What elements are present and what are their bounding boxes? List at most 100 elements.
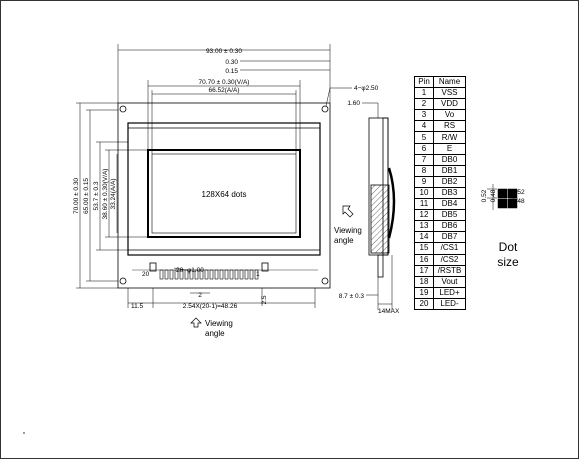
- dot-size-labels: 0.52 0.48 0.52 0.48 Dot size: [481, 189, 525, 269]
- pin-column-header: Pin: [414, 75, 434, 89]
- stray-dot: [23, 432, 25, 434]
- dim-offset-b: 0.15: [225, 68, 238, 75]
- dim-pin-offset: 2: [198, 292, 202, 299]
- pin-name-cell: DB7: [433, 231, 466, 244]
- pin-hole: [164, 269, 169, 280]
- pin-hole: [199, 269, 204, 280]
- pin-number-cell: 20: [414, 297, 434, 310]
- pin-name-cell: Vout: [433, 275, 466, 288]
- pin-hole: [209, 269, 214, 280]
- tab-left: [149, 262, 157, 272]
- display-label: 128X64 dots: [202, 190, 247, 199]
- pin-hole: [254, 269, 259, 280]
- dot-dim-c: 0.52: [512, 189, 525, 196]
- pin-number-cell: 16: [414, 253, 434, 266]
- dim-pin-hole: 20−φ1.00: [176, 267, 204, 274]
- pin-name-cell: DB0: [433, 153, 466, 166]
- side-viewing-angle-arrow-icon: [342, 205, 354, 218]
- dim-bottom-offset: 8.7 ± 0.3: [339, 293, 365, 300]
- pin-hole: [229, 269, 234, 280]
- pin1-label: 1: [256, 271, 260, 278]
- side-viewing-angle-line1: Viewing: [334, 226, 362, 235]
- pin-number-cell: 17: [414, 264, 434, 277]
- name-column-header: Name: [433, 75, 466, 89]
- pin-name-cell: LED-: [433, 297, 466, 310]
- front-dimension-lines: [76, 44, 352, 308]
- pin-name-cell: Vo: [433, 109, 466, 122]
- dim-offset-a: 0.30: [225, 59, 238, 66]
- viewing-area: [147, 149, 301, 238]
- pin-hole: [159, 269, 164, 280]
- pin-hole: [184, 269, 189, 280]
- dim-viewing-area-width: 70.70 ± 0.30(V/A): [199, 79, 250, 86]
- dot-dim-a: 0.52: [481, 189, 488, 202]
- pin-number-cell: 1: [414, 87, 434, 100]
- pin-hole: [249, 269, 254, 280]
- pin-row: [159, 269, 259, 280]
- pin-hole: [214, 269, 219, 280]
- pin-table-header-row: Pin Name: [414, 75, 466, 89]
- pin-hole: [169, 269, 174, 280]
- pin-name-cell: /RSTB: [433, 264, 466, 277]
- pin-number-cell: 7: [414, 153, 434, 166]
- side-viewing-angle-line2: angle: [334, 236, 354, 245]
- pin-name-cell: VDD: [433, 98, 466, 111]
- pin-name-cell: LED+: [433, 286, 466, 299]
- side-backlight-curve: [387, 167, 396, 239]
- dot-dim-b: 0.48: [490, 189, 497, 202]
- dim-overall-height: 70.00 ± 0.30: [73, 178, 80, 214]
- pin-hole: [234, 269, 239, 280]
- pin-hole: [174, 269, 179, 280]
- side-dimension-labels: 1.60 8.7 ± 0.3 14MAX: [339, 100, 400, 315]
- table-row: 16/CS2: [414, 253, 466, 266]
- pin-name-cell: E: [433, 142, 466, 155]
- dim-pcb-height: 65.00 ± 0.15: [83, 178, 90, 214]
- bezel-outline: [127, 122, 321, 256]
- dim-viewing-area-height: 38.60 ± 0.30(V/A): [102, 169, 109, 220]
- pin-number-cell: 6: [414, 142, 434, 155]
- dot-dim-d: 0.48: [512, 198, 525, 205]
- pin-number-cell: 14: [414, 231, 434, 244]
- pin-hole: [204, 269, 209, 280]
- pin-number-cell: 3: [414, 109, 434, 122]
- table-row: 15/CS1: [414, 242, 466, 255]
- side-hatched-section: [370, 184, 390, 254]
- pin-hole: [194, 269, 199, 280]
- mounting-hole-br: [321, 277, 329, 285]
- dot-size-diagram: [487, 184, 518, 210]
- dim-overall-width: 93.00 ± 0.30: [206, 48, 242, 55]
- dim-pin-edge: 11.5: [131, 303, 144, 310]
- active-area: [151, 153, 297, 234]
- front-dimension-labels: 93.00 ± 0.30 0.30 0.15 70.70 ± 0.30(V/A)…: [73, 48, 379, 310]
- pin-hole: [224, 269, 229, 280]
- pin-name-cell: DB3: [433, 186, 466, 200]
- pin-number-cell: 15: [414, 242, 434, 255]
- pin-number-cell: 2: [414, 98, 434, 111]
- pin-number-cell: 8: [414, 164, 434, 177]
- dim-active-area-width: 66.52(A/A): [208, 87, 239, 94]
- dim-glass-thickness: 1.60: [347, 100, 360, 107]
- pin-hole: [189, 269, 194, 280]
- mounting-hole-bl: [119, 277, 127, 285]
- pin-number-cell: 4: [414, 120, 434, 133]
- pin-number-cell: 19: [414, 286, 434, 299]
- pin20-label: 20: [142, 271, 150, 278]
- dot-size-label-line1: Dot: [499, 240, 518, 254]
- dim-mounting-hole: 4−φ2.50: [354, 85, 379, 92]
- tab-right: [261, 262, 269, 272]
